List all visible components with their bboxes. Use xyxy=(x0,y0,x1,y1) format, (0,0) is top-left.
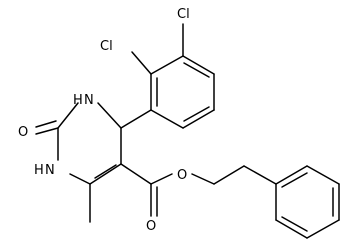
bond-o-ch2 xyxy=(191,173,215,185)
bond-ph2 xyxy=(306,165,340,185)
bond-c5-carbonyl xyxy=(120,163,152,185)
bond-ph1-inner xyxy=(281,172,308,188)
atom-label-nh-top-h: H xyxy=(73,93,83,108)
bond-ar4 xyxy=(182,109,215,129)
bond-ar2-inner xyxy=(183,62,210,78)
bond-ar5 xyxy=(150,109,184,129)
bond-ar4-inner xyxy=(183,106,210,122)
atom-label-nh-top-n: N xyxy=(84,93,94,108)
bond-ar2 xyxy=(182,55,215,75)
bond-c2-oxo-1 xyxy=(35,127,59,135)
bond-carbonyl-o-single xyxy=(150,173,173,185)
bond-ph1 xyxy=(275,165,308,185)
bond-aryl-c4 xyxy=(120,109,152,129)
bond-ch2-phenyl xyxy=(243,165,277,185)
phenyl-ring xyxy=(275,165,340,239)
bond-c6-c5-inner xyxy=(94,164,117,179)
bond-c-cl-mid xyxy=(131,51,152,75)
atom-label-nh-bottom-n: N xyxy=(45,163,55,178)
atom-label-nh-bottom-h: H xyxy=(34,163,44,178)
atom-label-oxo: O xyxy=(18,125,28,140)
atom-label-cl-mid: Cl xyxy=(100,39,113,54)
atom-label-cl-top: Cl xyxy=(177,7,190,22)
bond-c6-c5 xyxy=(89,163,122,185)
bond-n3-c2 xyxy=(57,102,79,129)
bond-ph5-inner xyxy=(281,216,308,232)
bond-ph5 xyxy=(275,219,308,239)
pyrimidinone-ring xyxy=(57,102,122,185)
bond-c4-n3 xyxy=(97,102,122,129)
bond-ph4 xyxy=(306,219,340,239)
dichlorophenyl-ring xyxy=(150,55,215,129)
bond-n1-c6 xyxy=(69,173,91,185)
bond-ch2-ch2 xyxy=(213,165,245,185)
bond-c2-oxo-2 xyxy=(35,120,57,128)
bond-ar1 xyxy=(150,55,184,75)
atom-label-ester-o-double: O xyxy=(146,219,156,234)
atom-label-ester-o-single: O xyxy=(177,168,187,183)
